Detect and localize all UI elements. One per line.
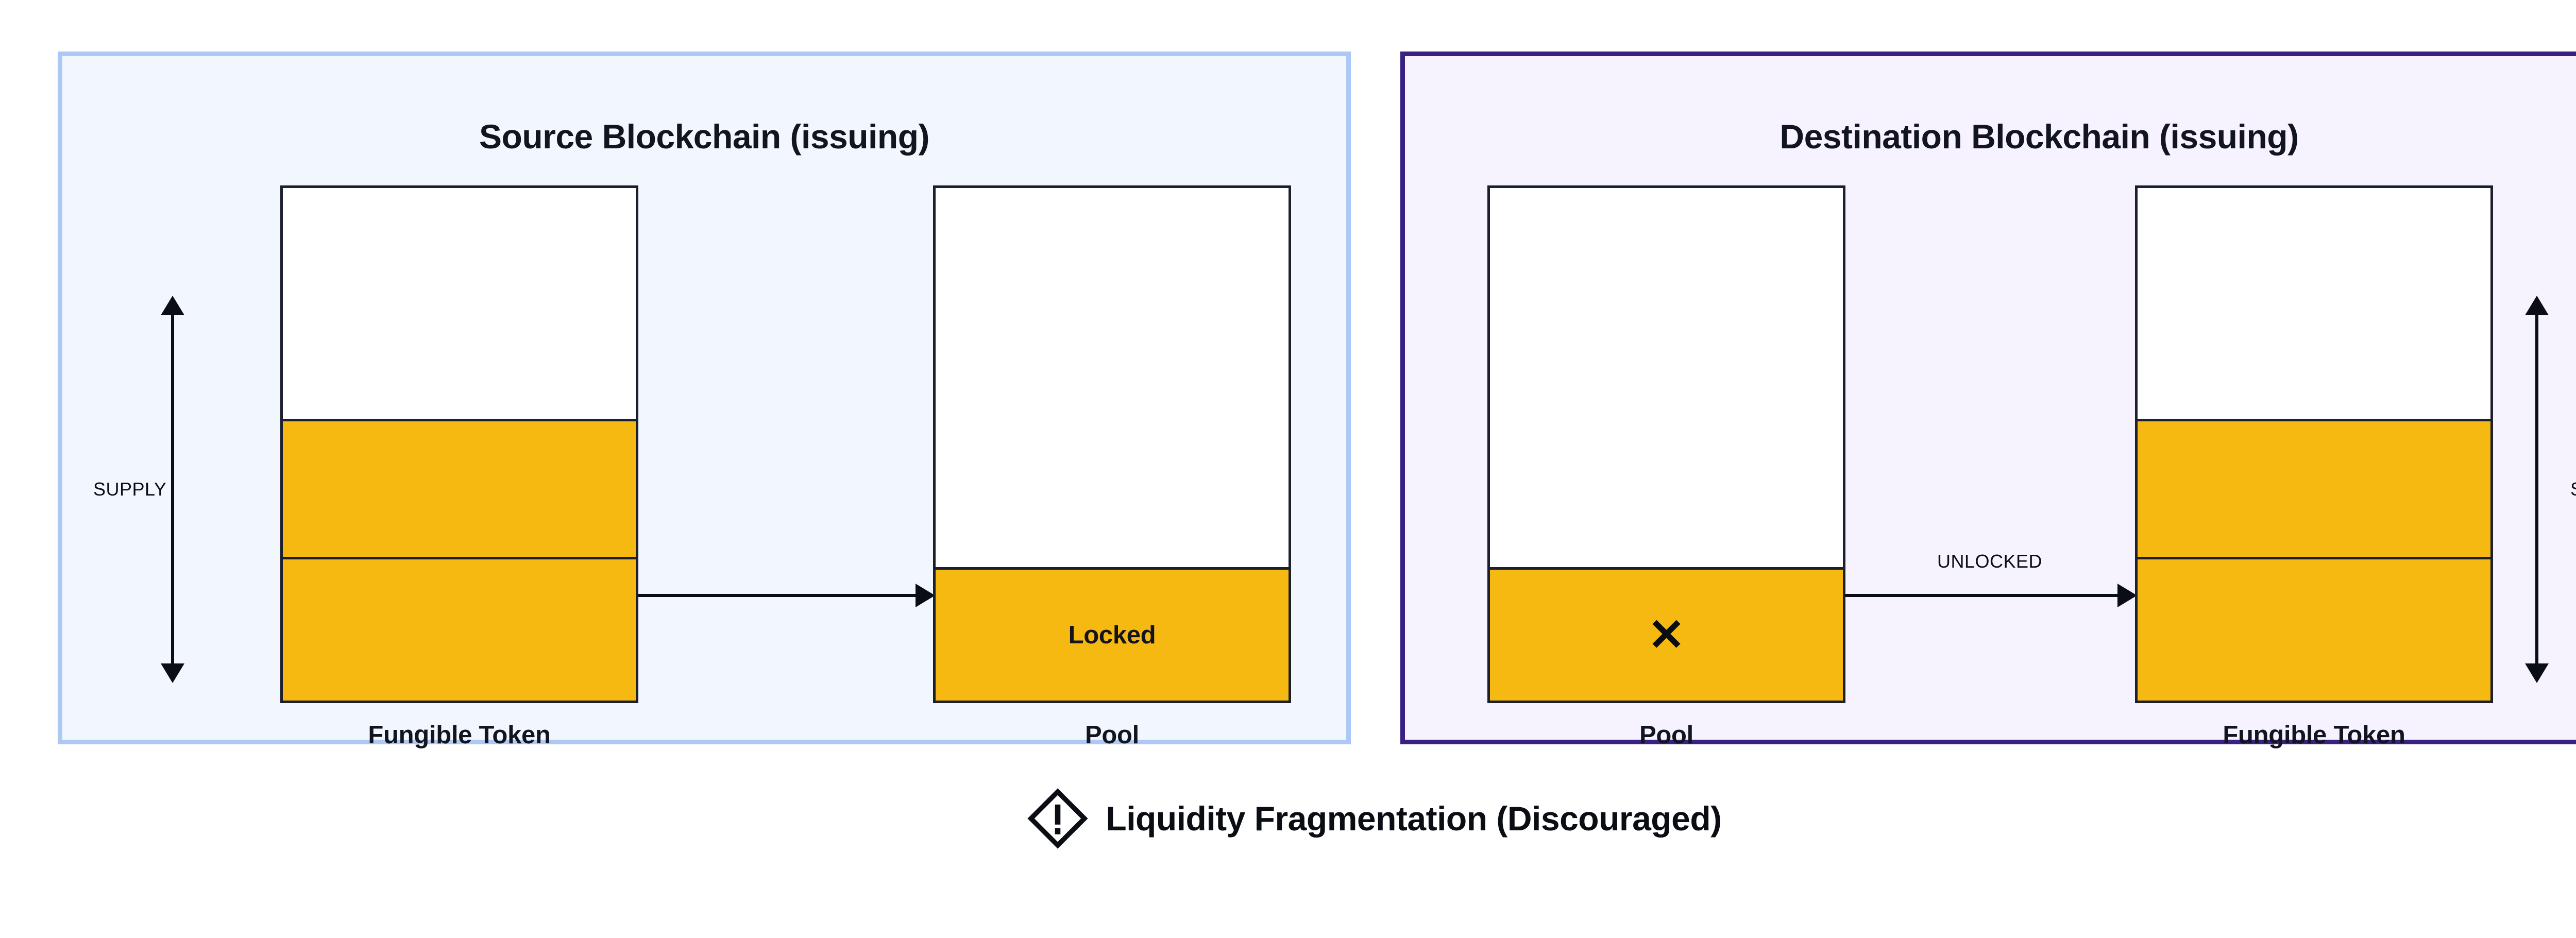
destination-fungible-token-filled-lower-segment: [2138, 557, 2490, 701]
destination-pool-depleted-segment: ✕: [1490, 567, 1843, 701]
source-fungible-token-filled-lower-segment: [283, 557, 636, 701]
source-fungible-token-caption: Fungible Token: [368, 721, 551, 749]
destination-fungible-token-caption: Fungible Token: [2223, 721, 2405, 749]
destination-blockchain-panel: Destination Blockchain (issuing) ✕ Pool …: [1400, 52, 2576, 749]
source-fungible-token-box: [280, 185, 638, 703]
source-fungible-token-empty-segment: [283, 188, 636, 419]
destination-fungible-token-empty-segment: [2138, 188, 2490, 419]
source-supply-double-arrow-icon: [171, 314, 174, 664]
source-pool-caption: Pool: [1085, 721, 1139, 749]
destination-fungible-token-filled-upper-segment: [2138, 418, 2490, 557]
destination-panel-title: Destination Blockchain (issuing): [1780, 117, 2299, 156]
source-pool-box: Locked: [933, 185, 1291, 703]
destination-pool-box: ✕: [1487, 185, 1845, 703]
source-supply-label: SUPPLY: [93, 479, 167, 500]
destination-flow-arrow-label: UNLOCKED: [1937, 551, 2043, 572]
source-fungible-token-filled-upper-segment: [283, 418, 636, 557]
source-pool-locked-label: Locked: [1068, 621, 1156, 650]
footer-caption-text: Liquidity Fragmentation (Discouraged): [1106, 799, 1722, 838]
footer-caption: Liquidity Fragmentation (Discouraged): [0, 788, 2576, 849]
destination-pool-empty-segment: [1490, 188, 1843, 568]
warning-diamond-icon: [1027, 788, 1088, 849]
source-panel-title: Source Blockchain (issuing): [479, 117, 930, 156]
destination-supply-label: SUPPLY: [2570, 479, 2576, 500]
destination-supply-double-arrow-icon: [2535, 314, 2538, 664]
source-lock-flow-arrow-icon: [638, 594, 932, 597]
destination-fungible-token-box: [2135, 185, 2493, 703]
destination-pool-caption: Pool: [1639, 721, 1693, 749]
destination-pool-cross-icon: ✕: [1648, 610, 1685, 660]
source-pool-empty-segment: [936, 188, 1289, 568]
destination-unlock-flow-arrow-icon: [1845, 594, 2134, 597]
source-pool-locked-segment: Locked: [936, 567, 1289, 701]
source-blockchain-panel: Source Blockchain (issuing) Fungible Tok…: [58, 52, 1351, 749]
